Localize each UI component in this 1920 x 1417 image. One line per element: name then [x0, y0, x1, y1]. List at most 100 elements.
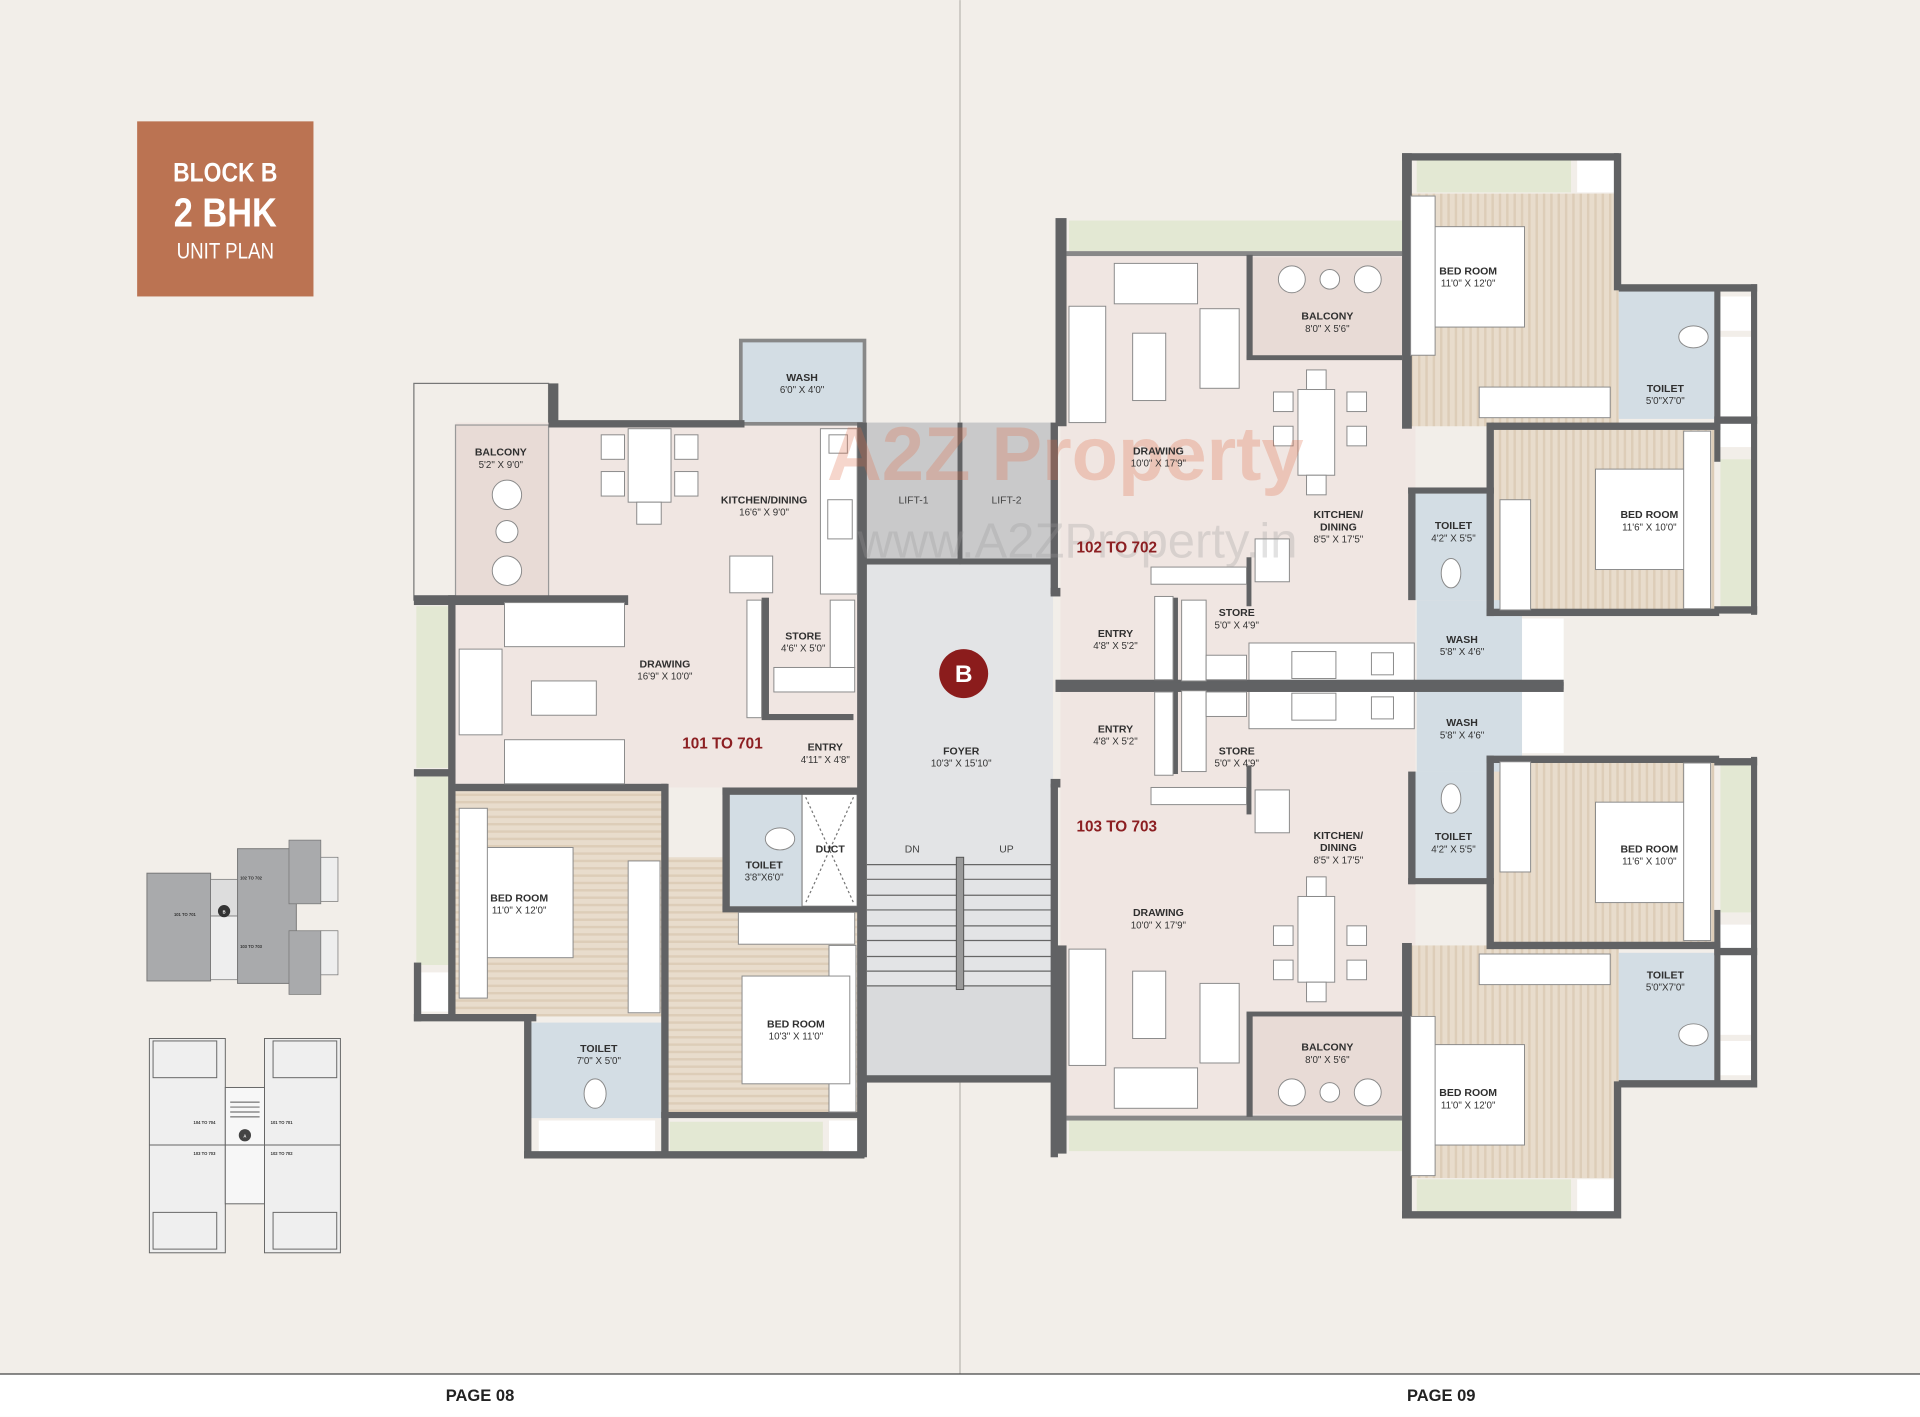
room-name: BALCONY [475, 447, 527, 459]
room-size: 11'0" X 12'0" [1441, 1100, 1496, 1111]
room-size: 4'6" X 5'0" [781, 644, 826, 655]
room-name: ENTRY [1098, 723, 1133, 735]
foyer-label: FOYER [943, 745, 980, 757]
key-plan-block-a: A 104 TO 704 101 TO 701 103 TO 703 102 T… [148, 1038, 341, 1254]
room-name: DRAWING [1133, 445, 1184, 457]
room-size: 5'0"X7'0" [1646, 396, 1685, 407]
room-name: TOILET [1647, 383, 1685, 395]
room-size: 5'0" X 4'9" [1215, 620, 1260, 631]
badge-bhk: 2 BHK [174, 190, 277, 235]
page-number-left: PAGE 08 [446, 1386, 515, 1405]
unit-102-702-plan [1055, 153, 1758, 690]
key-plan-a-marker: A [243, 1134, 246, 1139]
room-size: 4'2" X 5'5" [1431, 533, 1476, 544]
key-plan-b-unit: 101 TO 701 [174, 912, 197, 917]
key-plan-a-unit: 104 TO 704 [194, 1120, 217, 1125]
stair-down-label: DN [905, 844, 920, 855]
room-name: DINING [1320, 521, 1357, 533]
room-name: STORE [1219, 745, 1255, 757]
room-name: KITCHEN/DINING [721, 494, 807, 506]
room-size: 8'5" X 17'5" [1313, 855, 1363, 866]
room-name: DINING [1320, 842, 1357, 854]
room-size: 10'3" X 11'0" [769, 1032, 824, 1043]
room-size: 6'0" X 4'0" [780, 385, 825, 396]
key-plan-block-b: B 101 TO 701 102 TO 702 103 TO 703 [146, 839, 339, 995]
room-size: 5'8" X 4'6" [1440, 647, 1485, 658]
room-name: BED ROOM [767, 1018, 825, 1030]
core-lift-foyer [864, 422, 1080, 1158]
badge-unit-plan: UNIT PLAN [177, 239, 274, 264]
room-size: 5'8" X 4'6" [1440, 731, 1485, 742]
unit-label-101-701: 101 TO 701 [682, 735, 763, 752]
room-name: WASH [1446, 634, 1478, 646]
room-name: TOILET [745, 859, 783, 871]
room-size: 4'8" X 5'2" [1093, 641, 1138, 652]
duct-label: DUCT [816, 843, 846, 855]
block-marker-letter: B [955, 661, 973, 688]
room-size: 4'8" X 5'2" [1093, 737, 1138, 748]
room-name: WASH [1446, 717, 1478, 729]
room-size: 10'0" X 17'9" [1131, 459, 1187, 470]
unit-label-103-703: 103 TO 703 [1076, 819, 1157, 836]
room-size: 8'0" X 5'6" [1305, 324, 1350, 335]
room-name: STORE [1219, 607, 1255, 619]
room-size: 10'0" X 17'9" [1131, 920, 1187, 931]
room-name: BED ROOM [1439, 1087, 1497, 1099]
room-size: 11'6" X 10'0" [1622, 857, 1677, 868]
room-size: 11'0" X 12'0" [492, 906, 547, 917]
room-name: DRAWING [639, 658, 690, 670]
foyer-size: 10'3" X 15'10" [931, 759, 992, 770]
room-size: 7'0" X 5'0" [577, 1056, 622, 1067]
key-plan-a-unit: 103 TO 703 [194, 1151, 217, 1156]
room-size: 8'0" X 5'6" [1305, 1055, 1350, 1066]
room-name: STORE [785, 630, 821, 642]
room-size: 16'6" X 9'0" [739, 508, 789, 519]
key-plan-a-unit: 101 TO 701 [271, 1120, 294, 1125]
room-size: 5'0" X 4'9" [1215, 759, 1260, 770]
room-name: TOILET [1435, 520, 1473, 532]
room-name: BED ROOM [490, 892, 548, 904]
room-name: ENTRY [1098, 628, 1133, 640]
room-size: 4'2" X 5'5" [1431, 844, 1476, 855]
room-name: WASH [786, 372, 818, 384]
lift-1-label: LIFT-1 [898, 495, 928, 506]
unit-103-703-plan [1054, 681, 1758, 1220]
lift-2-label: LIFT-2 [992, 495, 1022, 506]
room-name: TOILET [580, 1043, 618, 1055]
room-size: 5'0"X7'0" [1646, 983, 1685, 994]
room-size: 4'11" X 4'8" [801, 755, 851, 766]
block-badge: BLOCK B 2 BHK UNIT PLAN [137, 121, 314, 297]
room-name: TOILET [1647, 970, 1685, 982]
badge-block: BLOCK B [173, 158, 277, 188]
room-name: BALCONY [1301, 1042, 1353, 1054]
block-b-marker [939, 649, 989, 699]
room-name: KITCHEN/ [1314, 830, 1364, 842]
room-name: BED ROOM [1620, 509, 1678, 521]
unit-label-102-702: 102 TO 702 [1076, 539, 1157, 556]
room-name: BALCONY [1301, 311, 1353, 323]
watermark: A2Z Property www.A2ZProperty.in [827, 412, 1304, 568]
room-size: 5'2" X 9'0" [479, 460, 524, 471]
room-name: TOILET [1435, 831, 1473, 843]
key-plan-b-unit: 102 TO 702 [240, 875, 263, 880]
footer-bar [0, 1374, 1920, 1417]
room-size: 11'0" X 12'0" [1441, 279, 1496, 290]
room-name: ENTRY [808, 742, 843, 754]
unit-101-701-plan [413, 338, 867, 1159]
watermark-logo: A2Z Property [827, 412, 1304, 497]
room-name: DRAWING [1133, 907, 1184, 919]
room-name: BED ROOM [1439, 265, 1497, 277]
room-size: 11'6" X 10'0" [1622, 522, 1677, 533]
room-name: BED ROOM [1620, 843, 1678, 855]
stair-up-label: UP [999, 844, 1014, 855]
room-size: 16'9" X 10'0" [637, 672, 693, 683]
page-number-right: PAGE 09 [1407, 1386, 1476, 1405]
key-plan-a-unit: 102 TO 702 [271, 1151, 294, 1156]
room-size: 3'8"X6'0" [745, 873, 784, 884]
key-plan-b-unit: 103 TO 703 [240, 944, 263, 949]
watermark-url: www.A2ZProperty.in [857, 514, 1298, 568]
room-size: 8'5" X 17'5" [1313, 535, 1363, 546]
key-plan-b-marker: B [223, 910, 226, 915]
